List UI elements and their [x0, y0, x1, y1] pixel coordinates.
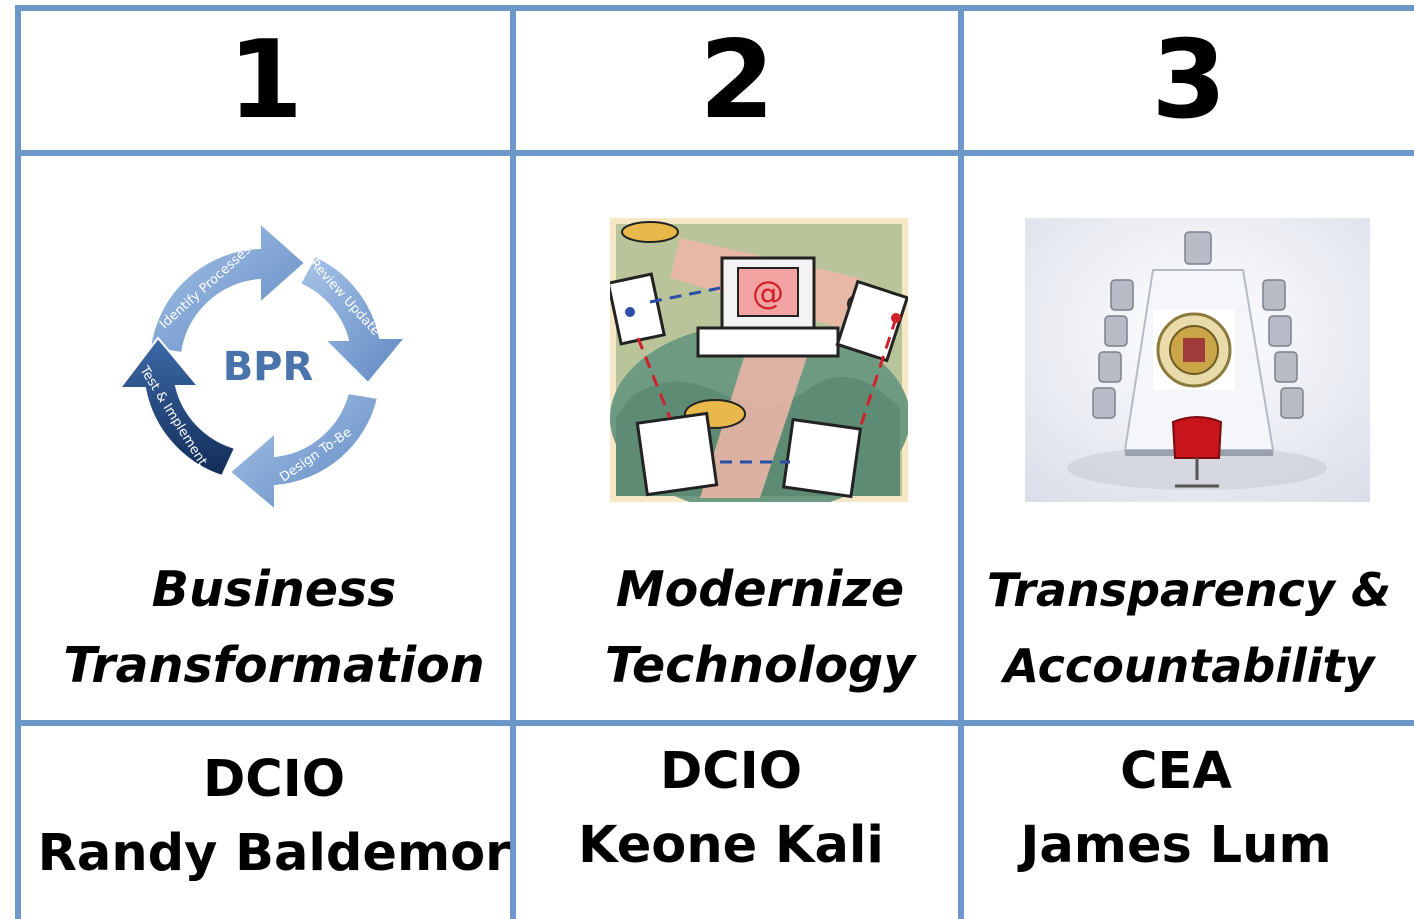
bpr-center-label: BPR: [223, 344, 314, 390]
row-divider-1: [15, 150, 1414, 156]
bpr-label-identify: Identify Processes: [157, 242, 254, 332]
column-title-1: Business Transformation: [21, 552, 527, 704]
bpr-cycle-icon: BPR Identify Processes Review Update Des…: [117, 220, 408, 513]
left-border: [15, 5, 21, 919]
title-2-line-2: Technology: [604, 637, 916, 694]
column-owner-1: DCIO Randy Baldemor: [21, 742, 527, 892]
column-divider-2: [958, 5, 964, 919]
owner-1-name: Randy Baldemor: [37, 824, 511, 883]
top-border: [15, 5, 1414, 11]
arrow-design: [228, 391, 380, 513]
column-number-1: 1: [227, 17, 304, 143]
title-1-line-2: Transformation: [63, 637, 485, 694]
conference-table-icon: [1025, 218, 1370, 502]
arrow-review: [298, 254, 408, 385]
column-title-3: Transparency & Accountability: [964, 552, 1414, 704]
owner-3-name: James Lum: [1020, 816, 1332, 875]
owner-2-role: DCIO: [659, 742, 803, 801]
column-title-2: Modernize Technology: [516, 552, 1004, 704]
network-clipart-icon: @: [610, 218, 908, 502]
owner-2-name: Keone Kali: [578, 816, 884, 875]
title-1-line-1: Business: [151, 561, 397, 618]
column-number-3: 3: [1151, 17, 1227, 143]
arrow-identify: [148, 220, 307, 355]
owner-1-role: DCIO: [202, 750, 346, 809]
column-owner-2: DCIO Keone Kali: [516, 734, 946, 884]
column-number-2: 2: [699, 17, 775, 143]
owner-3-role: CEA: [1120, 742, 1232, 801]
row-divider-2: [15, 720, 1414, 726]
column-divider-1: [510, 5, 516, 919]
red-chair: [1171, 416, 1223, 459]
arrow-test: [117, 336, 237, 478]
title-3-line-1: Transparency &: [986, 563, 1392, 617]
title-2-line-1: Modernize: [615, 561, 905, 618]
email-symbol: @: [752, 274, 784, 312]
column-owner-3: CEA James Lum: [964, 734, 1388, 884]
title-3-line-2: Accountability: [1003, 639, 1375, 693]
